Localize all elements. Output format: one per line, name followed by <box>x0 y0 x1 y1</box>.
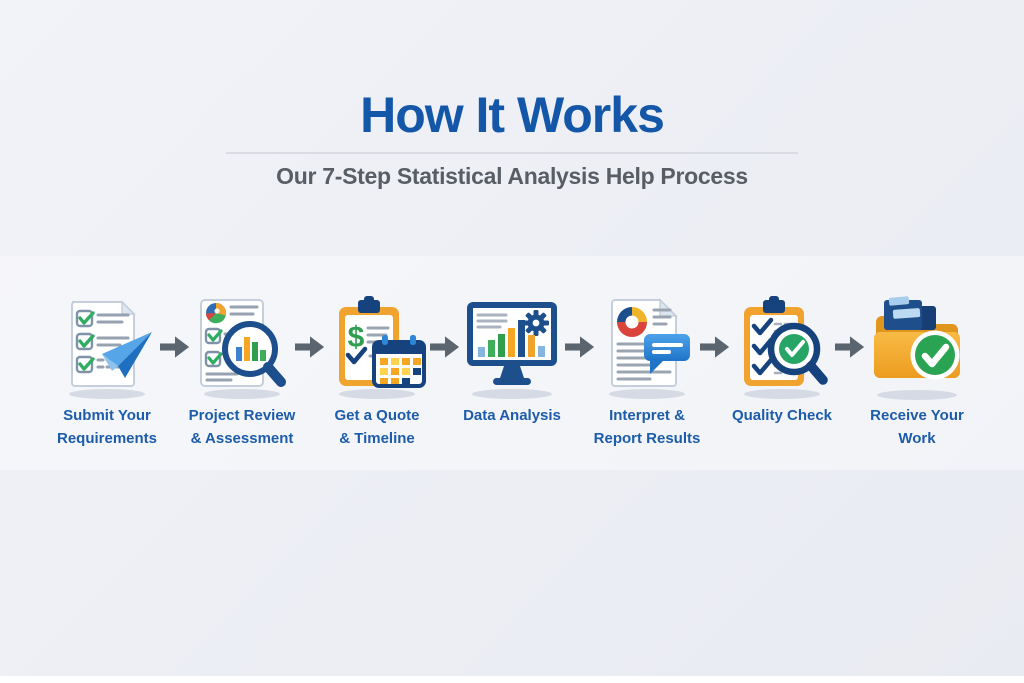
review-magnifier-bar-chart-icon <box>200 299 286 399</box>
step-connector <box>834 334 864 360</box>
monitor-bar-chart-gear-icon <box>467 302 557 399</box>
checklist-paper-plane-icon <box>69 300 152 399</box>
bottom-strip <box>0 676 1024 683</box>
step-data-analysis: Data Analysis <box>456 292 568 427</box>
step-project-review: Project Review & Assessment <box>186 292 298 451</box>
step-connector <box>564 334 594 360</box>
step-receive-work: Receive Your Work <box>861 292 973 451</box>
step-connector <box>159 334 189 360</box>
step-interpret-report: Interpret & Report Results <box>591 292 703 451</box>
step-label: Data Analysis <box>463 407 561 424</box>
folder-green-checkmark-icon <box>874 296 960 400</box>
step-label: Quality Check <box>731 407 833 424</box>
step-label: Interpret & Report Results <box>593 407 701 448</box>
step-connector <box>294 334 324 360</box>
right-arrow-icon <box>429 336 459 358</box>
step-label: Submit Your Requirements <box>56 407 158 448</box>
right-arrow-icon <box>834 336 864 358</box>
step-quote-timeline: $ <box>321 292 433 451</box>
header: How It Works Our 7-Step Statistical Anal… <box>0 0 1024 190</box>
step-label: Project Review & Assessment <box>188 407 296 448</box>
step-label: Receive Your Work <box>870 407 964 448</box>
svg-text:$: $ <box>348 321 365 354</box>
quality-clipboard-magnifier-icon <box>744 296 828 399</box>
right-arrow-icon <box>294 336 324 358</box>
page-title: How It Works <box>360 87 665 143</box>
step-connector <box>429 334 459 360</box>
header-divider <box>226 152 798 154</box>
step-label: Get a Quote & Timeline <box>334 407 420 448</box>
step-quality-check: Quality Check <box>726 292 838 427</box>
page-subtitle: Our 7-Step Statistical Analysis Help Pro… <box>276 163 748 189</box>
step-connector <box>699 334 729 360</box>
step-submit-requirements: Submit Your Requirements <box>51 292 163 451</box>
right-arrow-icon <box>564 336 594 358</box>
report-donut-speech-bubble-icon <box>609 298 690 399</box>
right-arrow-icon <box>159 336 189 358</box>
right-arrow-icon <box>699 336 729 358</box>
process-steps-row: Submit Your Requirements <box>0 292 1024 451</box>
quote-clipboard-calendar-icon: $ <box>339 296 426 399</box>
